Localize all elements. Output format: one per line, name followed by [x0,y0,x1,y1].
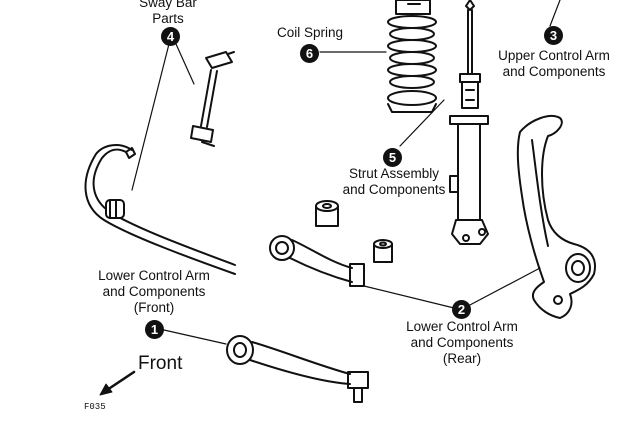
strut-assembly [449,0,489,245]
callout-5-label: Strut Assembly and Components [334,166,454,198]
callout-4-label-line-1: Sway Bar [139,0,197,10]
callout-6-label-line-1: Coil Spring [276,25,344,40]
callout-1-label-line-1: Lower Control Arm [98,268,210,283]
callout-6-label: Coil Spring [268,25,352,41]
front-arrow-icon [99,370,136,396]
callout-3-label: Upper Control Arm and Components [492,48,616,80]
steering-knuckle [516,114,596,319]
front-direction-label: Front [138,353,183,374]
callout-1-label-line-2: and Components [102,284,206,299]
callout-2-label-line-1: Lower Control Arm [406,319,518,334]
callout-2-label: Lower Control Arm and Components (Rear) [400,319,524,367]
callout-3-label-line-2: and Components [502,64,606,79]
sway-bar-link [190,51,235,147]
leader-lines [131,0,561,345]
callout-5-label-line-2: and Components [342,182,446,197]
callout-6-badge: 6 [300,44,319,63]
callout-4-badge: 4 [161,27,180,46]
callout-2-label-line-3: (Rear) [442,351,482,366]
callout-4-label-line-2: Parts [152,11,184,26]
callout-2-badge: 2 [452,300,471,319]
callout-1-badge: 1 [145,320,164,339]
callout-4-label: Sway Bar Parts [128,0,208,27]
callout-5-badge: 5 [383,148,402,167]
bushings [315,200,393,263]
callout-3-label-line-1: Upper Control Arm [498,48,610,63]
callout-1-label: Lower Control Arm and Components (Front) [90,268,218,316]
coil-spring [387,0,437,113]
lower-control-arm-rear [269,235,365,287]
figure-id: F035 [84,402,106,412]
sway-bar [84,144,236,275]
callout-5-label-line-1: Strut Assembly [348,166,440,181]
callout-3-badge: 3 [544,26,563,45]
callout-1-label-line-3: (Front) [133,300,175,315]
lower-control-arm-front [226,335,369,403]
callout-2-label-line-2: and Components [410,335,514,350]
